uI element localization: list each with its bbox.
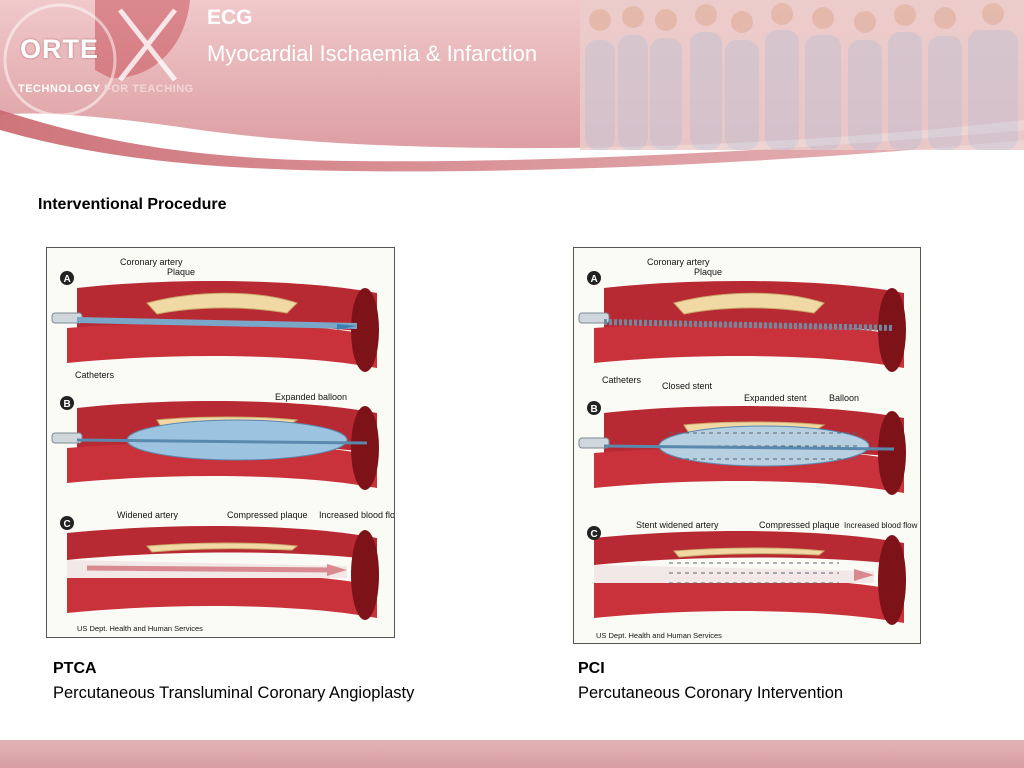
label-closed-stent: Closed stent [662,381,713,391]
label-plaque: Plaque [694,267,722,277]
ptca-caption-title: PTCA [53,660,97,677]
logo-tagline: TECHNOLOGY FOR TEACHING [18,83,194,95]
ptca-illustration: A Coronary artery Plaque Catheters B Exp… [46,247,395,638]
label-stent-widened-artery: Stent widened artery [636,520,719,530]
label-compressed-plaque: Compressed plaque [759,520,840,530]
tagline-part-b: FOR TEACHING [103,83,194,95]
label-plaque: Plaque [167,267,195,277]
image-credit: US Dept. Health and Human Services [77,624,203,633]
ptca-caption-description: Percutaneous Transluminal Coronary Angio… [53,684,415,702]
slide-title: ECG [207,6,253,29]
panel-a: A Coronary artery Plaque Catheters [51,257,379,380]
pci-caption-description: Percutaneous Coronary Intervention [578,684,844,702]
label-increased-flow: Increased blood flow [319,510,394,520]
step-a-marker: A [591,274,598,285]
panel-c: C Stent widened artery Compressed plaque… [587,520,918,625]
label-catheters: Catheters [75,370,115,380]
step-b-marker: B [64,399,71,410]
slide-subtitle: Myocardial Ischaemia & Infarction [207,41,538,66]
logo-text: ORTE [20,34,100,64]
label-coronary-artery: Coronary artery [120,257,183,267]
section-heading: Interventional Procedure [38,196,227,213]
panel-b: B Expanded balloon [51,392,379,490]
label-expanded-balloon: Expanded balloon [275,392,347,402]
step-b-marker: B [591,404,598,415]
panel-a: A Coronary artery Plaque Catheters Close… [578,257,906,391]
slide-header: ORTE TECHNOLOGY FOR TEACHING ECG Myocard… [0,0,1024,175]
step-a-marker: A [64,274,71,285]
pci-illustration: A Coronary artery Plaque Catheters Close… [573,247,921,644]
image-credit: US Dept. Health and Human Services [596,631,722,640]
step-c-marker: C [591,529,598,540]
panel-b: B Expanded stent Balloon [578,393,906,495]
label-coronary-artery: Coronary artery [647,257,710,267]
label-compressed-plaque: Compressed plaque [227,510,308,520]
step-c-marker: C [64,519,71,530]
label-increased-flow: Increased blood flow [844,521,918,530]
header-background [0,0,1024,175]
pci-caption-title: PCI [578,660,605,677]
label-expanded-stent: Expanded stent [744,393,807,403]
label-catheters: Catheters [602,375,642,385]
label-balloon: Balloon [829,393,859,403]
tagline-part-a: TECHNOLOGY [18,83,101,95]
slide-footer [0,740,1024,768]
panel-c: C Widened artery Compressed plaque Incre… [60,510,394,620]
staff-photo [580,0,1024,150]
label-widened-artery: Widened artery [117,510,179,520]
